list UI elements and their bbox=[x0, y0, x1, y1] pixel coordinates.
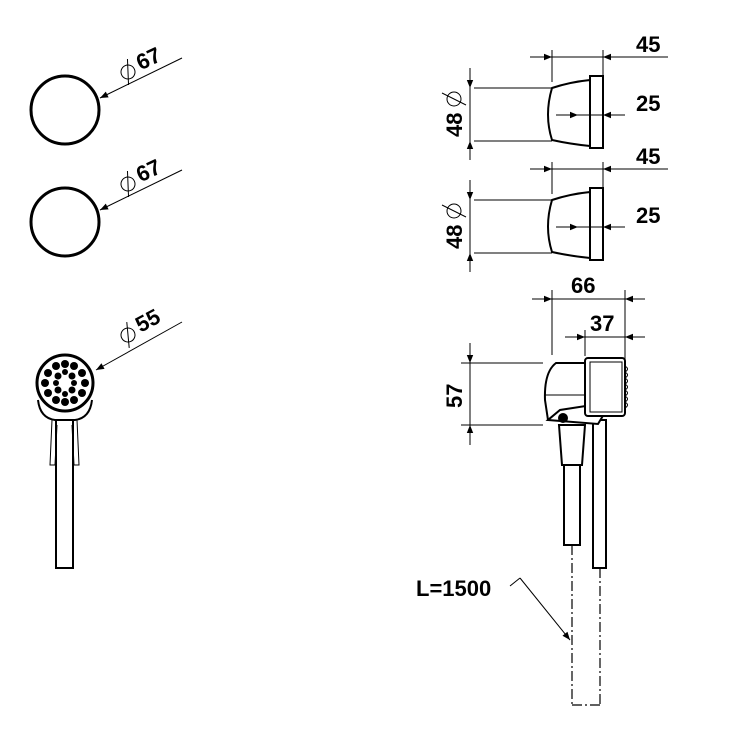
diameter-icon bbox=[120, 176, 136, 192]
holder-head-depth: 37 bbox=[590, 311, 614, 336]
flange-2-inner-depth: 25 bbox=[636, 203, 660, 228]
hose-right bbox=[592, 419, 607, 569]
spray-nozzles bbox=[41, 360, 89, 406]
wall-flange-2: 45 48 25 bbox=[441, 144, 668, 272]
diameter-icon bbox=[446, 91, 462, 107]
leader-line bbox=[95, 321, 183, 371]
leader-line bbox=[99, 57, 183, 99]
leader-line bbox=[99, 169, 183, 211]
holder-total-depth: 66 bbox=[571, 273, 595, 298]
wall-flange-1: 45 48 25 bbox=[441, 32, 668, 160]
flange-2-depth: 45 bbox=[636, 144, 660, 169]
shower-holder: 66 37 57 L=1500 bbox=[416, 273, 645, 706]
hand-shower: 55 bbox=[35, 304, 183, 569]
diameter-icon bbox=[446, 203, 462, 219]
diameter-icon bbox=[120, 327, 136, 343]
ring-1-diameter: 67 bbox=[132, 42, 165, 75]
flange-1-inner-depth: 25 bbox=[636, 91, 660, 116]
ring-1: 67 bbox=[29, 42, 183, 146]
flange-1-depth: 45 bbox=[636, 32, 660, 57]
holder-height: 57 bbox=[442, 384, 467, 408]
ring-2: 67 bbox=[29, 154, 183, 258]
handshower-diameter: 55 bbox=[131, 304, 164, 338]
flange-1-diameter: 48 bbox=[442, 113, 467, 137]
hose-length: L=1500 bbox=[416, 576, 491, 601]
flange-2-diameter: 48 bbox=[442, 225, 467, 249]
diameter-icon bbox=[120, 64, 136, 80]
ring-2-diameter: 67 bbox=[132, 154, 165, 187]
